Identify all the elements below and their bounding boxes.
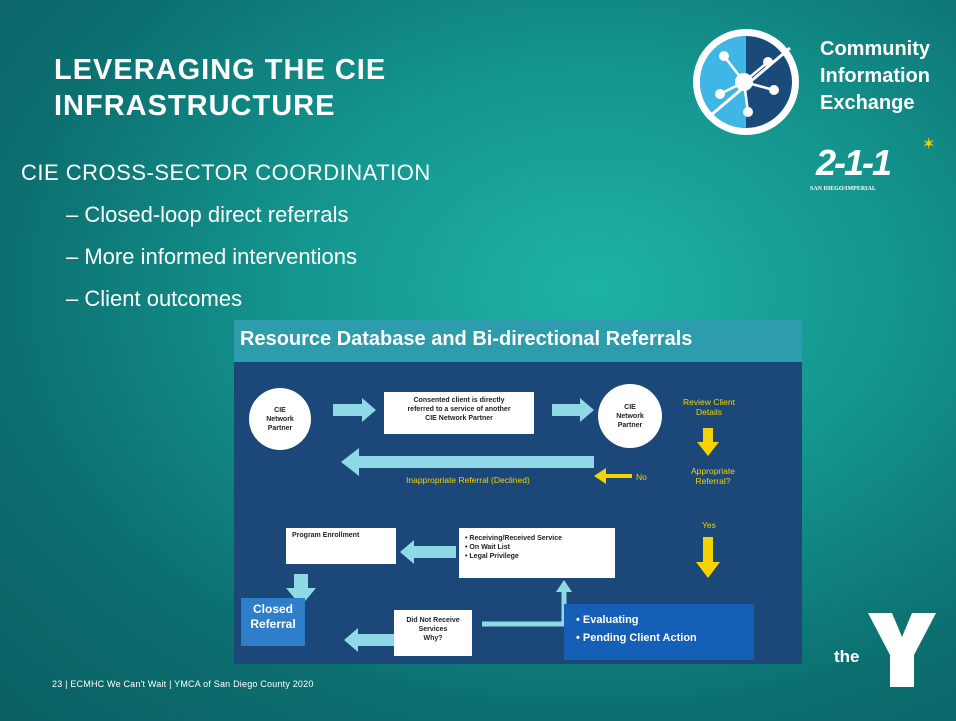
no-label: No xyxy=(636,472,647,482)
slide-title: LEVERAGING THE CIE INFRASTRUCTURE xyxy=(54,52,574,124)
closed-referral-box: Closed Referral xyxy=(241,598,305,646)
not-received-line: Did Not Receive xyxy=(406,617,460,624)
status-item: • Pending Client Action xyxy=(576,632,697,644)
bullet-list: – Closed-loop direct referrals – More in… xyxy=(66,200,357,326)
arrow-left xyxy=(400,540,456,564)
status-item: • Evaluating xyxy=(576,614,639,626)
not-received-line: Services xyxy=(418,626,448,633)
arrow-down xyxy=(696,537,720,578)
receiving-text: Legal Privilege xyxy=(469,553,519,560)
receiving-item: • Legal Privilege xyxy=(465,553,519,560)
partner-circle-right: CIE Network Partner xyxy=(598,384,662,448)
ymca-logo: the xyxy=(832,605,942,695)
not-received-line: Why? xyxy=(423,635,443,642)
review-line: Details xyxy=(696,407,722,417)
network-icon xyxy=(693,29,799,135)
bullet-item: – Closed-loop direct referrals xyxy=(66,202,349,227)
diagram-title: Resource Database and Bi-directional Ref… xyxy=(240,328,693,350)
referral-line: referred to a service of another xyxy=(407,406,511,413)
arrow-left xyxy=(344,628,394,652)
review-line: Review Client xyxy=(683,397,735,407)
arrow-down xyxy=(697,428,719,456)
cie-logo-text: Community Information Exchange xyxy=(820,36,930,117)
211-region: SAN DIEGO/IMPERIAL xyxy=(810,186,876,192)
211-logo: 2-1-1 ✶ SAN DIEGO/IMPERIAL xyxy=(810,136,940,210)
receiving-text: On Wait List xyxy=(469,544,510,551)
title-line-2: INFRASTRUCTURE xyxy=(54,90,336,122)
referral-line: Consented client is directly xyxy=(413,397,505,404)
ymca-y-icon xyxy=(868,613,936,687)
arrow-up-head xyxy=(556,580,572,592)
diagram-header: Resource Database and Bi-directional Ref… xyxy=(234,320,802,362)
cie-logo: Community Information Exchange xyxy=(682,26,952,138)
logo-line-2: Information xyxy=(820,65,930,87)
receiving-box: • Receiving/Received Service • On Wait L… xyxy=(459,528,615,578)
bullet-item: – More informed interventions xyxy=(66,244,358,269)
review-client-text: Review Client Details xyxy=(674,397,744,417)
status-box: • Evaluating • Pending Client Action xyxy=(564,604,754,660)
referral-diagram: Resource Database and Bi-directional Ref… xyxy=(234,320,802,664)
receiving-text: Receiving/Received Service xyxy=(469,535,563,542)
partner-label: Network xyxy=(266,415,294,423)
arrow-right xyxy=(333,398,376,422)
ymca-the-text: the xyxy=(834,647,860,666)
closed-line: Closed xyxy=(252,602,293,616)
211-number: 2-1-1 xyxy=(816,142,892,183)
appropriate-text: Appropriate Referral? xyxy=(680,466,746,486)
not-received-box: Did Not Receive Services Why? xyxy=(394,610,472,656)
appropriate-line: Appropriate xyxy=(691,466,735,476)
star-icon: ✶ xyxy=(922,136,936,153)
partner-circle-left: CIE Network Partner xyxy=(249,388,311,450)
referral-line: CIE Network Partner xyxy=(425,415,493,422)
bullet-item: – Client outcomes xyxy=(66,286,243,311)
arrow-l-up xyxy=(482,590,567,627)
logo-line-1: Community xyxy=(820,38,930,60)
arrow-right xyxy=(552,398,594,422)
program-enrollment-box: Program Enrollment xyxy=(286,528,396,564)
title-line-1: LEVERAGING THE CIE xyxy=(54,54,387,86)
arrow-left-long xyxy=(341,448,594,476)
arrow-no xyxy=(594,468,632,484)
arrow-down xyxy=(286,574,316,606)
appropriate-line: Referral? xyxy=(695,476,731,486)
partner-label: Partner xyxy=(267,424,293,432)
partner-label: CIE xyxy=(624,403,636,411)
yes-label: Yes xyxy=(702,520,716,530)
partner-label: Partner xyxy=(617,421,643,429)
referral-box: Consented client is directly referred to… xyxy=(384,392,534,434)
diagram-body: CIE Network Partner xyxy=(234,362,802,664)
partner-label: CIE xyxy=(274,406,286,414)
slide-subtitle: CIE CROSS-SECTOR COORDINATION xyxy=(21,160,431,185)
logo-line-3: Exchange xyxy=(820,92,915,114)
slide-footer: 23 | ECMHC We Can't Wait | YMCA of San D… xyxy=(52,679,314,689)
receiving-item: • Receiving/Received Service xyxy=(465,535,563,542)
partner-label: Network xyxy=(616,412,644,420)
receiving-item: • On Wait List xyxy=(465,544,510,551)
declined-label: Inappropriate Referral (Declined) xyxy=(406,475,530,485)
closed-line: Referral xyxy=(250,617,296,631)
